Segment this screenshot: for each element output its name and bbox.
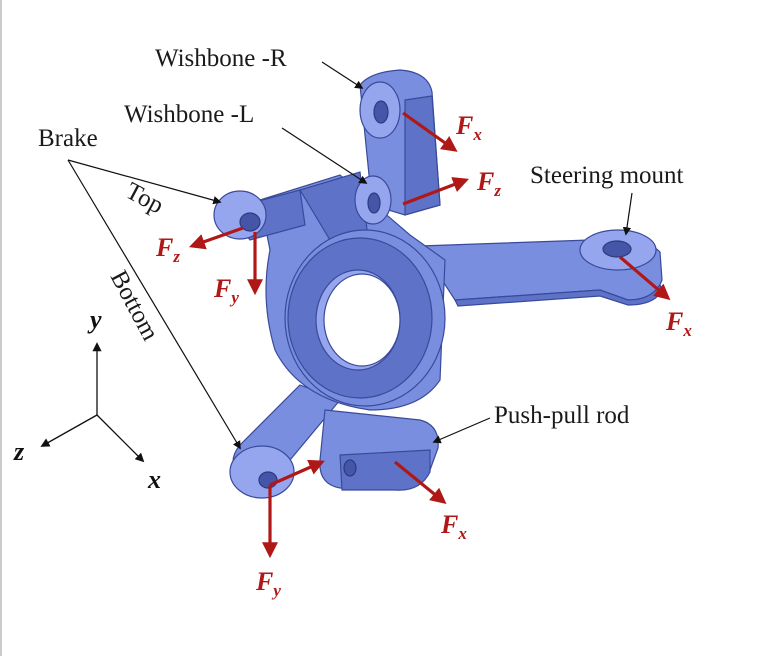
axis-y-label: y	[87, 305, 102, 334]
arrow-brake-top-fz	[188, 226, 244, 250]
hub-bore	[323, 273, 401, 367]
axis-z-line	[40, 414, 98, 447]
arrow-wishbone-l-fz	[402, 177, 469, 206]
force-brake-bottom-fy: Fy	[255, 567, 281, 600]
axis-x-line	[96, 414, 145, 463]
force-brake-top-fz: Fz	[155, 233, 180, 266]
wishbone-r-hole	[373, 100, 389, 124]
leader-wishbone-l	[281, 127, 368, 184]
leader-wishbone-r	[321, 61, 364, 89]
bottom-brake-boss	[229, 445, 295, 499]
label-top: Top	[121, 177, 168, 219]
coordinate-axes: y z x	[13, 305, 161, 494]
push-pull-hole	[343, 459, 357, 477]
push-pull-mount-side	[339, 449, 431, 491]
leader-steering-mount	[622, 192, 633, 236]
arrow-wishbone-r-fx	[402, 111, 458, 152]
label-brake: Brake	[38, 125, 98, 152]
axis-z-label: z	[13, 437, 25, 466]
bottom-brake-hole	[258, 471, 278, 489]
label-wishbone-l: Wishbone -L	[124, 101, 254, 128]
arrow-brake-bottom-fz	[269, 459, 325, 487]
leader-brake-bottom	[67, 159, 241, 450]
steering-mount-hole	[602, 240, 632, 258]
leader-brake-top	[67, 159, 222, 205]
force-wishbone-l-fz: Fz	[476, 167, 501, 200]
force-pushpull-fx: Fx	[440, 510, 467, 543]
arrow-pushpull-fx	[393, 460, 447, 505]
wishbone-l-hole	[367, 192, 381, 214]
top-brake-hole	[239, 212, 261, 232]
label-wishbone-r: Wishbone -R	[155, 45, 287, 72]
axis-x-label: x	[147, 465, 161, 494]
label-push-pull-rod: Push-pull rod	[494, 402, 630, 429]
leader-push-pull-rod	[432, 417, 491, 444]
top-brake-boss	[213, 190, 267, 240]
force-wishbone-r-fx: Fx	[455, 111, 482, 144]
label-steering-mount: Steering mount	[530, 162, 684, 189]
steering-knuckle	[213, 69, 663, 499]
force-steering-fx: Fx	[665, 307, 692, 340]
wishbone-r-tower-side	[404, 95, 441, 216]
arrow-steering-fx	[618, 255, 671, 301]
force-brake-top-fy: Fy	[213, 274, 239, 307]
